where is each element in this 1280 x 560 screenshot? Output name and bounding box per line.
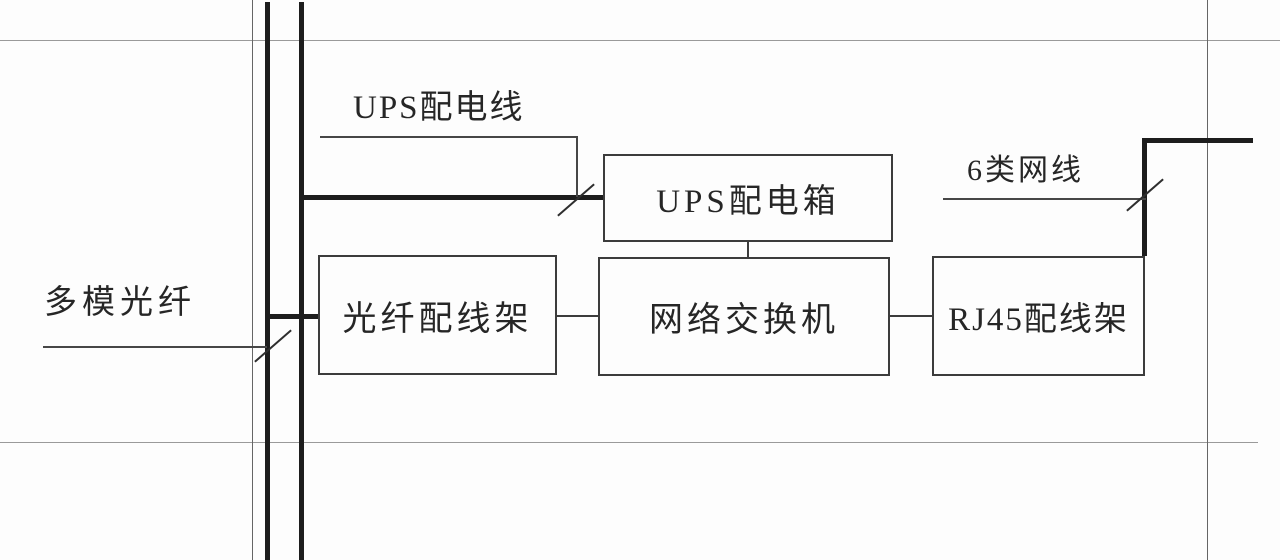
network-switch-label: 网络交换机 [649, 302, 839, 339]
network-switch-box: 网络交换机 [598, 257, 890, 376]
cat6-cable-label: 6类网线 [967, 154, 1084, 187]
connector-upsbox-to-switch [747, 242, 749, 257]
rj45-patch-panel-box: RJ45配线架 [932, 256, 1145, 376]
ups-distribution-box: UPS配电箱 [603, 154, 893, 242]
multimode-fiber-leader-line [43, 346, 267, 348]
multimode-fiber-label: 多模光纤 [44, 285, 196, 321]
ups-power-cable-line [301, 195, 603, 200]
grid-line-vertical-right [1207, 0, 1208, 560]
connector-switch-to-rj45panel [890, 315, 932, 317]
ups-cable-leader-line [320, 136, 578, 138]
rj45-patch-panel-label: RJ45配线架 [948, 302, 1129, 338]
cat6-cable-line-horizontal [1144, 138, 1253, 143]
ups-distribution-box-label: UPS配电箱 [656, 184, 840, 220]
grid-line-horizontal-top [0, 40, 1280, 41]
cable-riser-line-2 [299, 2, 304, 560]
fiber-patch-panel-label: 光纤配线架 [342, 300, 533, 338]
cat6-cable-line-vertical [1142, 138, 1147, 256]
ups-power-cable-label: UPS配电线 [353, 90, 525, 126]
ups-cable-leader-drop [576, 136, 578, 197]
cat6-cable-leader-line [943, 198, 1146, 200]
connector-fiberpanel-to-switch [557, 315, 598, 317]
cable-riser-line-1 [265, 2, 270, 560]
multimode-fiber-cable-line [267, 314, 318, 319]
fiber-patch-panel-box: 光纤配线架 [318, 255, 557, 375]
grid-line-vertical-left [252, 0, 253, 560]
grid-line-horizontal-bottom [0, 442, 1258, 443]
